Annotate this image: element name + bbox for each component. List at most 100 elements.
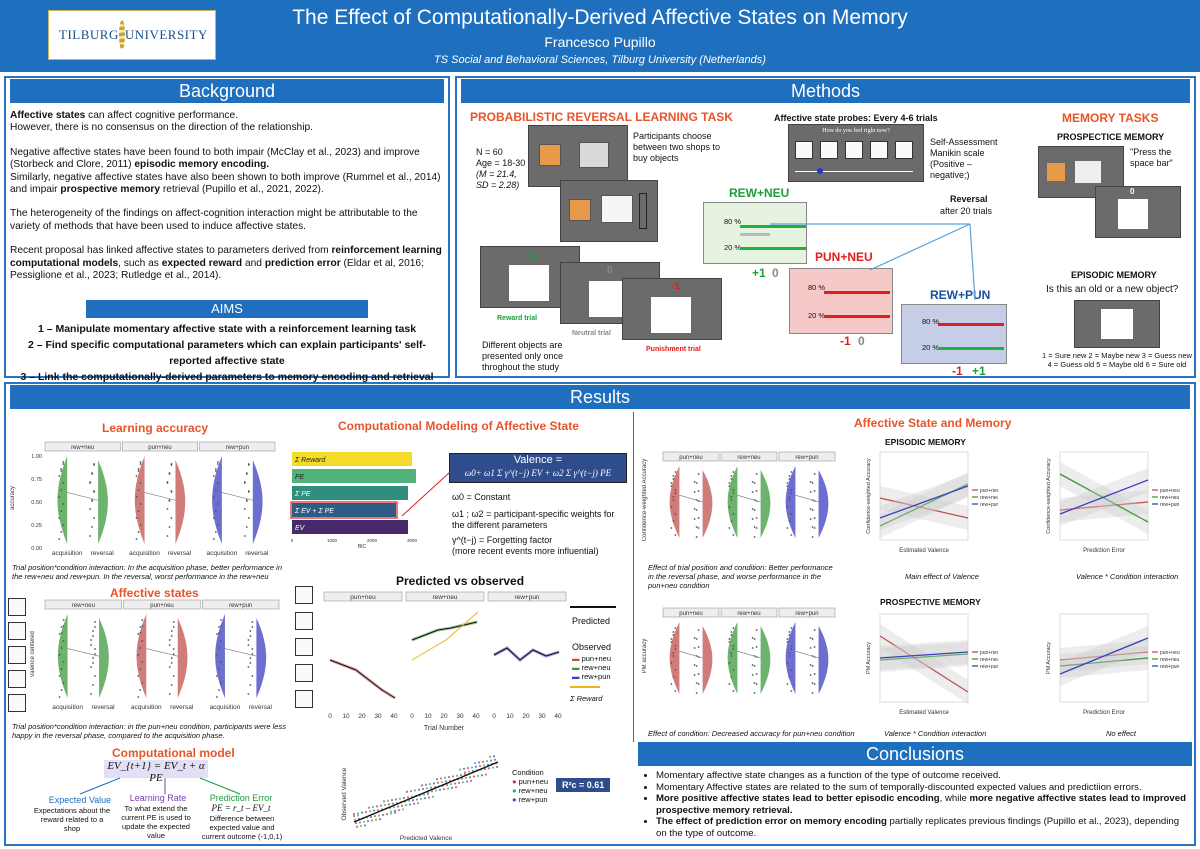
violin-shape bbox=[136, 614, 147, 698]
jitter-point bbox=[141, 661, 144, 663]
violin-shape bbox=[134, 456, 145, 544]
mean-line bbox=[144, 492, 176, 501]
reg-frame bbox=[879, 613, 969, 703]
compmodel-arrows bbox=[79, 777, 241, 795]
jitter-point bbox=[62, 524, 65, 526]
scatter-legend-0: pun+neu bbox=[518, 777, 549, 786]
x-tick: acquisition bbox=[131, 704, 162, 711]
jitter-point bbox=[170, 635, 173, 637]
shop-icon-2 bbox=[601, 195, 633, 223]
episodic-title: EPISODIC MEMORY bbox=[885, 437, 966, 447]
punneu-out-a: -1 bbox=[840, 334, 851, 348]
jitter-point bbox=[249, 684, 252, 686]
jitter-point bbox=[139, 626, 142, 628]
jitter-point bbox=[786, 638, 789, 640]
predicted-line bbox=[411, 621, 478, 641]
jitter-point bbox=[670, 662, 673, 664]
scatter-point bbox=[404, 804, 408, 807]
scatter-point bbox=[442, 788, 446, 791]
jitter-point bbox=[672, 655, 675, 657]
pvo-xtick: 20 bbox=[358, 713, 366, 720]
scatter-point bbox=[484, 773, 488, 776]
jitter-point bbox=[788, 475, 791, 477]
jitter-point bbox=[809, 491, 812, 493]
jitter-point bbox=[251, 626, 254, 628]
reg-line bbox=[1059, 473, 1149, 523]
jitter-point bbox=[753, 509, 756, 511]
observed-item-2: rew+pun bbox=[581, 672, 611, 681]
em-question: Is this an old or a new object? bbox=[1046, 284, 1179, 295]
scatter-point bbox=[422, 793, 426, 796]
jitter-point bbox=[137, 468, 140, 470]
jitter-point bbox=[60, 468, 63, 470]
jitter-point bbox=[62, 461, 65, 463]
university-logo: TILBURG UNIVERSITY bbox=[48, 10, 216, 60]
scatter-point bbox=[435, 778, 439, 781]
scatter-point bbox=[378, 817, 382, 821]
jitter-point bbox=[220, 625, 222, 627]
jitter-point bbox=[730, 475, 733, 477]
scatter-point bbox=[375, 805, 379, 808]
pvo-xtick: 20 bbox=[440, 713, 448, 720]
jitter-point bbox=[168, 526, 171, 528]
jitter-point bbox=[91, 526, 94, 528]
x-tick: reversal bbox=[245, 550, 269, 557]
jitter-point bbox=[216, 654, 218, 656]
jitter-point bbox=[674, 645, 677, 647]
jitter-point bbox=[693, 674, 696, 676]
reg-xlabel: Prediction Error bbox=[1083, 548, 1125, 554]
jitter-point bbox=[809, 637, 812, 639]
scatter-point bbox=[420, 784, 424, 787]
scatter-point bbox=[405, 790, 409, 793]
scatter-point bbox=[476, 774, 480, 778]
jitter-point bbox=[730, 676, 733, 678]
scatter-point bbox=[362, 820, 366, 823]
jitter-point bbox=[62, 661, 65, 663]
jitter-point bbox=[809, 508, 812, 510]
reg-line bbox=[879, 651, 969, 659]
jitter-point bbox=[732, 645, 735, 647]
jitter-point bbox=[809, 647, 812, 649]
scatter-point bbox=[465, 780, 469, 783]
em-scale: 1 = Sure new 2 = Maybe new 3 = Guess new… bbox=[1038, 351, 1196, 369]
scatter-point bbox=[387, 803, 391, 806]
mean-line bbox=[795, 650, 819, 659]
pvo-xtick: 0 bbox=[410, 713, 414, 720]
bg-p2-b: episodic memory encoding. bbox=[134, 159, 270, 171]
scatter-point bbox=[451, 775, 455, 778]
jitter-point bbox=[168, 500, 171, 502]
jitter-point bbox=[216, 696, 218, 698]
scatter-point bbox=[438, 788, 442, 791]
jitter-point bbox=[811, 665, 814, 667]
scatter-legend-1: rew+neu bbox=[518, 786, 548, 795]
jitter-point bbox=[728, 683, 731, 685]
scatter-point bbox=[453, 782, 457, 785]
jitter-point bbox=[728, 482, 731, 484]
scatter-point bbox=[425, 787, 429, 790]
jitter-point bbox=[139, 632, 142, 634]
cmas-title: Computational Modeling of Affective Stat… bbox=[338, 419, 579, 433]
scatter-point bbox=[466, 767, 470, 770]
scatter-point bbox=[382, 800, 386, 803]
jitter-point bbox=[695, 536, 698, 538]
jitter-point bbox=[245, 473, 248, 475]
jitter-point bbox=[674, 489, 677, 491]
jitter-point bbox=[216, 524, 219, 526]
jitter-point bbox=[751, 481, 754, 483]
mean-line bbox=[67, 648, 100, 657]
pm-val-caption: Valence * Condition interaction bbox=[884, 729, 987, 738]
x-tick: reversal bbox=[91, 550, 115, 557]
scatter-point bbox=[423, 797, 427, 800]
scatter-point bbox=[459, 773, 463, 777]
probe-screen: How do you feel right now? bbox=[788, 124, 924, 182]
jitter-point bbox=[212, 538, 215, 540]
violin-shape bbox=[99, 618, 109, 698]
jitter-point bbox=[90, 693, 92, 695]
jitter-point bbox=[728, 485, 731, 487]
jitter-point bbox=[674, 648, 677, 650]
jitter-point bbox=[790, 471, 793, 473]
observed-legend: ▬ pun+neu ▬ rew+neu ▬ rew+pun bbox=[572, 654, 612, 681]
